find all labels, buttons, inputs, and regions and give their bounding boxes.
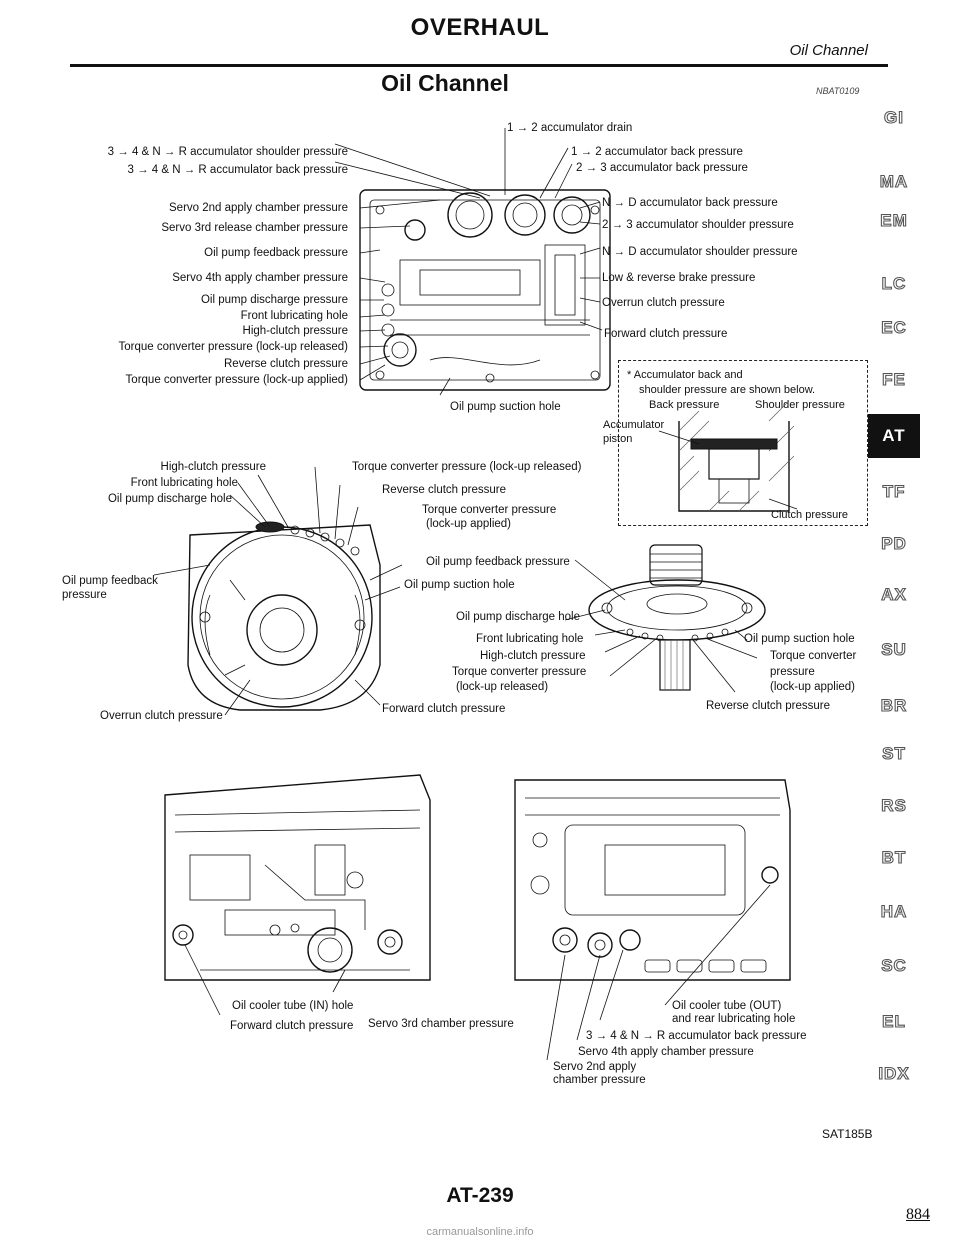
mid-label-overrun-clutch: Overrun clutch pressure (100, 710, 223, 722)
mid-label-tc-released: Torque converter pressure (lock-up relea… (352, 461, 582, 473)
bottom-label-servo-2nd: Servo 2nd apply (553, 1061, 637, 1073)
pump-label-tc-pressure: Torque converter pressure (452, 666, 587, 678)
reference-code: NBAT0109 (816, 86, 860, 96)
bottom-label-cooler-in: Oil cooler tube (IN) hole (232, 1000, 354, 1012)
pump-label-suction-hole: Oil pump suction hole (744, 633, 855, 645)
nav-tab-lc[interactable]: LC (881, 273, 907, 293)
label-high-clutch: High-clutch pressure (242, 325, 348, 337)
nav-tab-sc[interactable]: SC (881, 955, 907, 975)
header-title: OVERHAUL (410, 14, 550, 41)
label-servo-3rd-release: Servo 3rd release chamber pressure (161, 222, 348, 234)
label-accum-34-back: 3 → 4 & N → R accumulator back pressure (127, 164, 349, 176)
section-title: Oil Channel (381, 70, 509, 96)
nav-tab-em[interactable]: EM (880, 210, 908, 230)
pump-label-high-clutch: High-clutch pressure (480, 650, 586, 662)
pump-label-pressure: pressure (770, 666, 815, 678)
note-piston: piston (603, 433, 633, 445)
label-reverse-clutch: Reverse clutch pressure (224, 358, 348, 370)
mid-label-tc-pressure: Torque converter pressure (422, 504, 557, 516)
label-accum-23-back: 2 → 3 accumulator back pressure (576, 162, 748, 174)
oil-pump-drawing (564, 544, 766, 693)
note-line-1: * Accumulator back and (627, 369, 743, 381)
nav-tab-idx[interactable]: IDX (878, 1063, 910, 1083)
nav-tab-st[interactable]: ST (882, 743, 906, 763)
mid-label-inner-feedback: Oil pump feedback pressure (426, 556, 570, 568)
label-tc-lockup-released: Torque converter pressure (lock-up relea… (118, 341, 348, 353)
nav-tab-ax[interactable]: AX (881, 584, 907, 604)
converter-housing-drawing (153, 466, 403, 716)
header-rule (70, 64, 888, 67)
note-line-2: shoulder pressure are shown below. (639, 384, 816, 396)
nav-tab-pd[interactable]: PD (881, 533, 907, 553)
nav-tab-ha[interactable]: HA (880, 901, 908, 921)
mid-label-pump-feedback: Oil pump feedback (62, 575, 158, 587)
nav-tab-su[interactable]: SU (881, 639, 907, 659)
label-oil-pump-feedback: Oil pump feedback pressure (204, 247, 348, 259)
footer-watermark-link[interactable]: carmanualsonline.info (426, 1226, 534, 1238)
mid-label-reverse-clutch: Reverse clutch pressure (382, 484, 506, 496)
label-forward-clutch: Forward clutch pressure (604, 328, 728, 340)
header-section-name: Oil Channel (789, 42, 868, 59)
pump-label-tc: Torque converter (770, 650, 857, 662)
label-low-reverse-brake: Low & reverse brake pressure (602, 272, 756, 284)
nav-tab-br[interactable]: BR (880, 695, 908, 715)
bottom-label-servo-4th: Servo 4th apply chamber pressure (578, 1046, 754, 1058)
note-clutch-pressure: Clutch pressure (771, 509, 849, 521)
accumulator-piston-drawing (658, 400, 798, 512)
mid-label-high-clutch: High-clutch pressure (160, 461, 266, 473)
label-accum-12-back: 1 → 2 accumulator back pressure (571, 146, 743, 158)
mid-label-forward-clutch: Forward clutch pressure (382, 703, 506, 715)
bottom-label-accum-back: 3 → 4 & N → R accumulator back pressure (586, 1030, 807, 1042)
pump-label-reverse-clutch: Reverse clutch pressure (706, 700, 830, 712)
label-front-lubricating: Front lubricating hole (240, 310, 348, 322)
note-accumulator: Accumulator (603, 419, 665, 431)
label-oil-pump-suction: Oil pump suction hole (450, 401, 561, 413)
bottom-label-rear-lube: and rear lubricating hole (672, 1013, 796, 1025)
mid-label-pump-discharge-hole: Oil pump discharge hole (107, 493, 232, 505)
label-accum-nd-shoulder: N → D accumulator shoulder pressure (602, 246, 798, 258)
mid-label-tc-applied: (lock-up applied) (426, 518, 512, 530)
label-servo-2nd-apply: Servo 2nd apply chamber pressure (169, 202, 348, 214)
sheet-number: 884 (906, 1206, 930, 1223)
pump-label-tc-released: (lock-up released) (456, 681, 549, 693)
nav-tab-el[interactable]: EL (882, 1011, 906, 1031)
mid-label-pump-feedback-2: pressure (62, 589, 107, 601)
note-back-pressure: Back pressure (649, 399, 720, 411)
control-valve-body-drawing (334, 128, 611, 396)
nav-tab-gi[interactable]: GI (883, 107, 904, 127)
bottom-label-forward-clutch: Forward clutch pressure (230, 1020, 354, 1032)
pump-label-lockup-applied: (lock-up applied) (770, 681, 856, 693)
nav-tab-fe[interactable]: FE (882, 369, 906, 389)
label-overrun-clutch: Overrun clutch pressure (602, 297, 725, 309)
nav-tab-ma[interactable]: MA (879, 171, 909, 191)
bottom-label-cooler-out: Oil cooler tube (OUT) (672, 1000, 782, 1012)
nav-tab-bt[interactable]: BT (881, 847, 907, 867)
label-accum-23-shoulder: 2 → 3 accumulator shoulder pressure (602, 219, 794, 231)
mid-label-front-lube: Front lubricating hole (130, 477, 238, 489)
nav-tab-rs[interactable]: RS (881, 795, 907, 815)
pump-label-front-lube: Front lubricating hole (476, 633, 584, 645)
nav-tab-ec[interactable]: EC (881, 317, 907, 337)
figure-code: SAT185B (822, 1127, 873, 1141)
label-accum-12-drain: 1 → 2 accumulator drain (507, 122, 633, 134)
label-oil-pump-discharge: Oil pump discharge pressure (200, 294, 348, 306)
pump-label-discharge-hole: Oil pump discharge hole (456, 611, 581, 623)
transmission-case-front-view (164, 774, 431, 1016)
bottom-label-servo-3rd: Servo 3rd chamber pressure (368, 1018, 514, 1030)
label-servo-4th-apply: Servo 4th apply chamber pressure (172, 272, 348, 284)
bottom-label-servo-2nd-b: chamber pressure (553, 1074, 646, 1086)
page-number: AT-239 (446, 1184, 514, 1207)
nav-tab-tf[interactable]: TF (882, 481, 906, 501)
mid-label-inner-suction: Oil pump suction hole (404, 579, 515, 591)
label-accum-nd-back: N → D accumulator back pressure (602, 197, 778, 209)
note-shoulder-pressure: Shoulder pressure (755, 399, 845, 411)
label-accum-34-shoulder: 3 → 4 & N → R accumulator shoulder press… (107, 146, 348, 158)
nav-tab-at[interactable]: AT (868, 414, 920, 458)
transmission-case-rear-view (514, 779, 791, 1061)
label-tc-lockup-applied: Torque converter pressure (lock-up appli… (125, 374, 348, 386)
accumulator-note-box: * Accumulator back and shoulder pressure… (603, 360, 868, 526)
